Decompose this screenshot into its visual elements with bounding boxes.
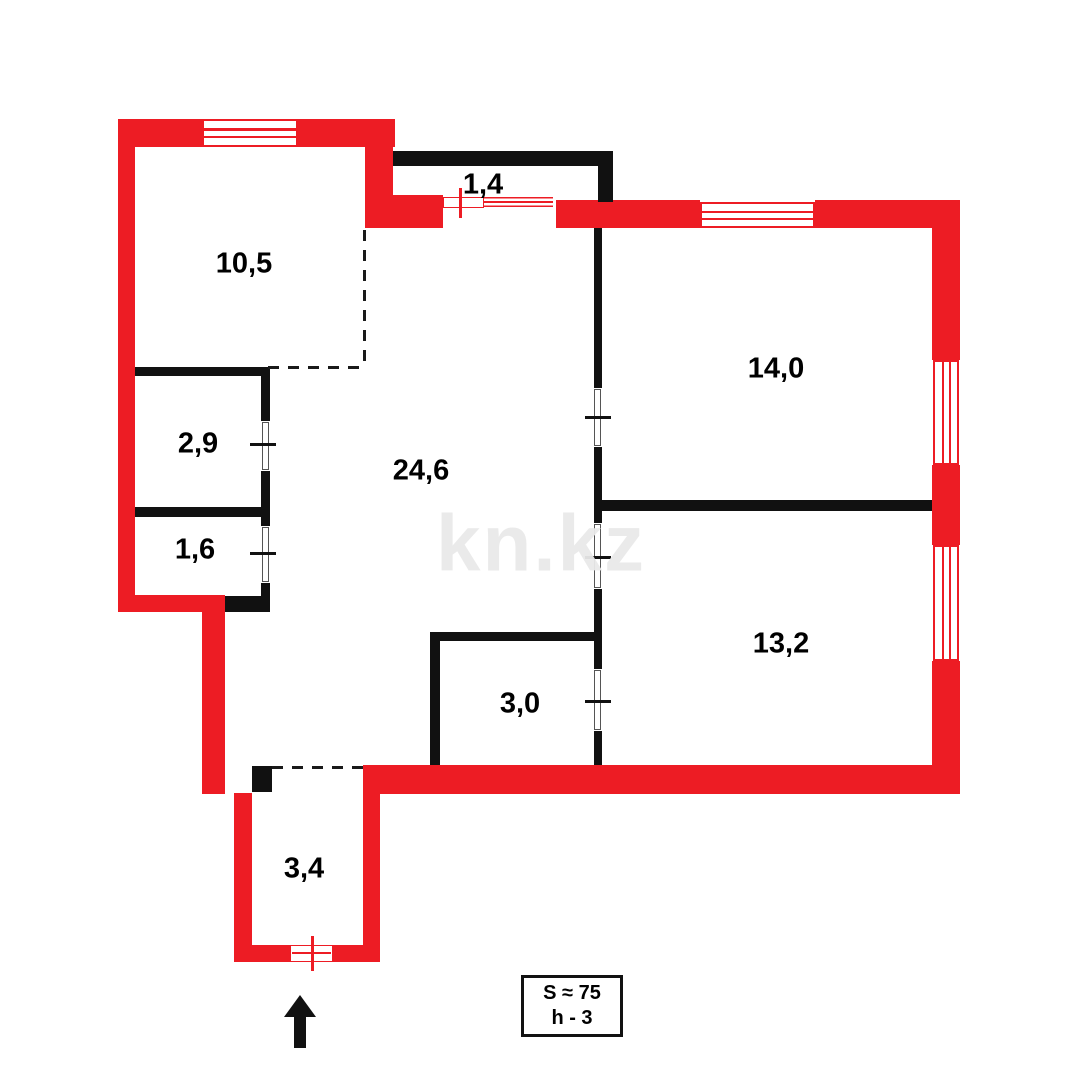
wall-segment-red <box>118 119 202 147</box>
wall-segment-red <box>298 119 395 147</box>
wall-segment-black <box>594 228 602 388</box>
wall-segment-black <box>430 632 602 641</box>
area-info-box: S ≈ 75 h - 3 <box>521 975 623 1037</box>
room-area-label: 14,0 <box>747 352 805 385</box>
wall-segment-black <box>594 589 602 669</box>
wall-segment-black <box>135 367 270 376</box>
wall-segment-red <box>234 945 290 962</box>
dashed-opening-line <box>272 766 363 769</box>
room-area-label: 1,6 <box>174 533 216 566</box>
wall-segment-black <box>594 447 602 523</box>
window <box>202 119 298 147</box>
room-area-label: 13,2 <box>752 627 810 660</box>
wall-segment-black <box>225 596 268 612</box>
wall-segment-black <box>594 731 602 765</box>
wall-segment-black <box>602 500 932 511</box>
wall-segment-black <box>252 766 272 792</box>
wall-segment-red <box>932 465 960 545</box>
door-tick <box>585 556 611 559</box>
wall-segment-red <box>556 200 700 228</box>
dashed-zone-line <box>268 366 365 369</box>
door-tick <box>250 552 276 555</box>
watermark: kn.kz <box>435 498 647 588</box>
wall-segment-black <box>430 641 440 765</box>
wall-segment-red <box>118 147 135 610</box>
wall-segment-red <box>363 766 380 962</box>
wall-segment-black <box>261 367 270 421</box>
door-tick <box>250 443 276 446</box>
wall-segment-red <box>202 612 225 794</box>
wall-segment-red <box>118 595 225 612</box>
wall-segment-red <box>363 765 960 794</box>
entrance-arrow-icon <box>284 995 316 1017</box>
wall-segment-red <box>932 661 960 765</box>
entrance-door-tick <box>311 936 314 971</box>
room-area-label: 3,0 <box>499 687 541 720</box>
ceiling-height-label: h - 3 <box>551 1007 593 1029</box>
door-tick <box>585 416 611 419</box>
wall-segment-black <box>393 151 613 166</box>
room-area-label: 3,4 <box>283 852 325 885</box>
wall-segment-red <box>815 200 960 228</box>
wall-segment-red <box>393 195 443 228</box>
wall-segment-red <box>333 945 380 962</box>
window <box>700 202 815 228</box>
window <box>933 545 959 661</box>
wall-segment-black <box>598 151 613 202</box>
wall-segment-black <box>261 471 270 526</box>
door-tick <box>585 700 611 703</box>
total-area-label: S ≈ 75 <box>543 982 601 1004</box>
balcony-door-tick <box>459 188 462 218</box>
entrance-arrow-stem <box>294 1016 306 1048</box>
wall-segment-red <box>234 793 252 962</box>
wall-segment-black <box>135 507 261 517</box>
balcony-door-opening <box>443 197 484 208</box>
room-area-label: 2,9 <box>177 427 219 460</box>
room-area-label: 1,4 <box>462 168 504 201</box>
window <box>933 360 959 465</box>
wall-segment-red <box>932 228 960 360</box>
room-area-label: 24,6 <box>392 454 450 487</box>
wall-segment-red <box>365 147 393 228</box>
room-area-label: 10,5 <box>215 247 273 280</box>
door-leaf <box>262 422 269 470</box>
dashed-zone-line <box>363 230 366 368</box>
balcony-door-hatch <box>484 197 553 208</box>
